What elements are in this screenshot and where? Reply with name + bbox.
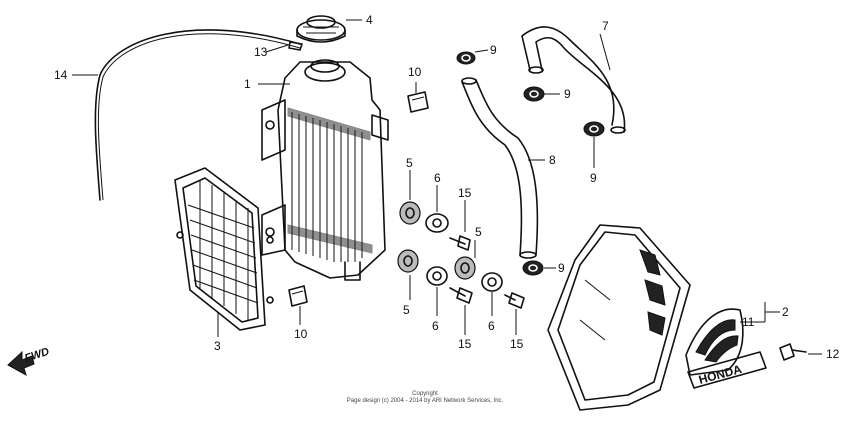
- grommet-top: [407, 91, 429, 113]
- callout-9-lower: 9: [558, 261, 565, 275]
- rubber-mount-lower-right: [454, 256, 476, 280]
- callout-15-lower-left: 15: [458, 337, 472, 351]
- callout-11: 11: [742, 315, 755, 329]
- hose-clamp-upper-hose-end: [583, 121, 605, 137]
- radiator-cap: [296, 15, 346, 43]
- overflow-tube: [94, 29, 301, 201]
- hose-clamp-upper-hose: [523, 86, 545, 102]
- fwd-label: FWD: [23, 346, 51, 365]
- bolt-lower-left: [449, 287, 473, 304]
- callout-5-lower-left: 5: [403, 303, 410, 317]
- radiator-grille: [174, 167, 274, 331]
- hose-clamp-top: [456, 51, 476, 65]
- tube-clip: [288, 41, 303, 51]
- leader-lines: [72, 19, 822, 355]
- grommet-bottom: [288, 285, 308, 307]
- collar-upper: [425, 213, 449, 233]
- callout-6-lower-left: 6: [432, 319, 439, 333]
- callout-2: 2: [782, 305, 789, 319]
- radiator: [261, 59, 389, 281]
- callout-6-lower-right: 6: [488, 319, 495, 333]
- radiator-shroud: [547, 224, 691, 411]
- callout-14: 14: [54, 68, 68, 82]
- callout-7: 7: [602, 19, 609, 33]
- rubber-mount-upper: [399, 201, 421, 225]
- copyright-heading: Copyright: [412, 391, 438, 397]
- callout-5-upper: 5: [406, 156, 413, 170]
- callout-9-upper-hose-end: 9: [590, 171, 597, 185]
- bolt-upper: [449, 235, 471, 251]
- bolt-lower-right: [504, 292, 525, 309]
- callout-9-upper-hose: 9: [564, 87, 571, 101]
- callout-1: 1: [244, 77, 251, 91]
- callout-10-top: 10: [408, 65, 422, 79]
- forward-arrow-icon: [7, 350, 35, 377]
- honda-logo-text: HONDA: [697, 362, 743, 387]
- collar-lower-left: [426, 266, 448, 286]
- honda-wing-emblem: HONDA: [685, 308, 767, 389]
- callout-15-lower-right: 15: [510, 337, 524, 351]
- lower-hose: [461, 77, 539, 259]
- upper-hose: [521, 26, 626, 134]
- callout-15-upper: 15: [458, 186, 472, 200]
- hose-clamp-lower: [522, 260, 544, 276]
- copyright-notice: Page design (c) 2004 - 2014 by ARI Netwo…: [346, 398, 504, 404]
- collar-lower-right: [481, 272, 503, 292]
- callout-8: 8: [549, 153, 556, 167]
- callout-3: 3: [214, 339, 221, 353]
- callout-10-bottom: 10: [294, 327, 308, 341]
- callout-6-upper: 6: [434, 171, 441, 185]
- callout-13: 13: [254, 45, 268, 59]
- callout-5-lower-right: 5: [475, 225, 482, 239]
- shroud-screw: [779, 343, 807, 361]
- callout-9-top: 9: [490, 43, 497, 57]
- callout-4: 4: [366, 13, 373, 27]
- rubber-mount-lower-left: [397, 249, 419, 273]
- callout-12: 12: [826, 347, 840, 361]
